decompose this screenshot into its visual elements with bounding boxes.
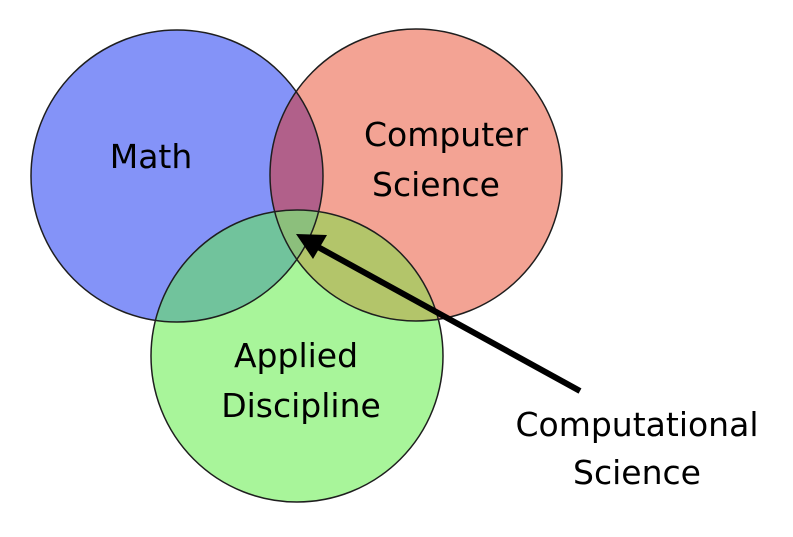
callout-arrow-shaft — [316, 244, 582, 394]
cs-applied-overlap — [270, 210, 443, 321]
math-outline — [30, 29, 324, 323]
computer-science-label-line-2: Science — [372, 165, 500, 204]
applied-discipline-label-line-1: Applied — [234, 336, 358, 375]
callout-arrow-head — [296, 234, 327, 259]
applied-discipline-outline — [150, 209, 444, 503]
computer-science-outline — [269, 28, 563, 322]
computer-science-label-line-1: Computer — [364, 115, 528, 154]
math-label: Math — [110, 137, 193, 176]
computational-science-label-line-1: Computational — [515, 405, 758, 444]
callout-arrow — [296, 234, 582, 394]
math-applied-overlap — [151, 210, 323, 322]
computational-science-label-line-2: Science — [573, 453, 701, 492]
applied-discipline-label-line-2: Discipline — [221, 386, 381, 425]
